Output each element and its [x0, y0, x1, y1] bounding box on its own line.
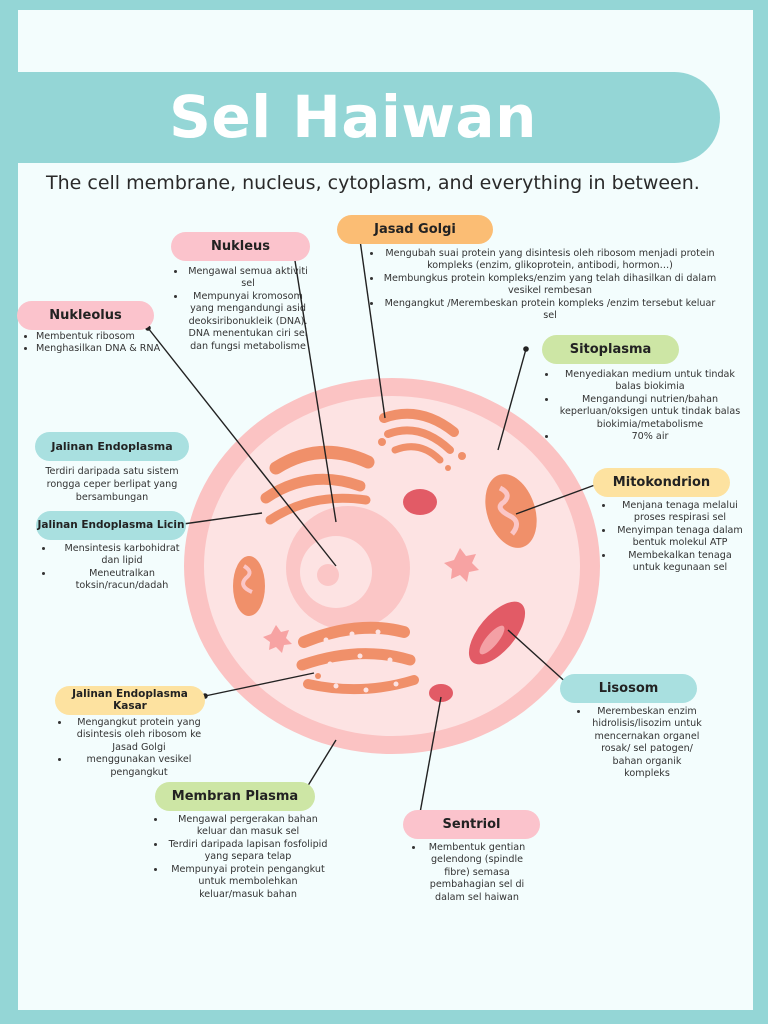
desc-item: Menyimpan tenaga dalam bentuk molekul AT…	[614, 525, 746, 550]
free-ribosomes	[315, 673, 383, 691]
vacuole	[403, 489, 437, 515]
desc-jalinan-endoplasma-kasar: Mengangkut protein yang disintesis oleh …	[56, 717, 208, 779]
label-jalinan-endoplasma: Jalinan Endoplasma	[35, 432, 189, 461]
ribosomes	[323, 629, 399, 693]
desc-item: 70% air	[557, 431, 743, 443]
desc-jalinan-endoplasma: Terdiri daripada satu sistem rongga cepe…	[45, 466, 179, 503]
desc-lisosom: Merembeskan enzim hidrolisis/lisozim unt…	[575, 706, 705, 781]
peroxisome-stars	[263, 548, 479, 653]
lysosome-inner	[479, 625, 505, 655]
desc-jalinan-endoplasma-licin: Mensintesis karbohidrat dan lipid Meneut…	[40, 543, 190, 593]
desc-item: Menghasilkan DNA & RNA	[36, 343, 162, 355]
desc-item: Mengubah suai protein yang disintesis ol…	[382, 248, 718, 273]
title-banner	[18, 72, 720, 163]
label-nukleolus: Nukleolus	[17, 301, 154, 330]
mitochondrion-small	[233, 556, 265, 616]
desc-item: Mempunyai kromosom yang mengandungi asid…	[186, 291, 310, 353]
desc-mitokondrion: Menjana tenaga melalui proses respirasi …	[600, 500, 746, 575]
desc-item: Membentuk ribosom	[36, 331, 162, 343]
smooth-er	[260, 445, 375, 525]
label-mitokondrion: Mitokondrion	[593, 468, 730, 497]
mitochondrion-cristae	[497, 485, 519, 536]
desc-item: Mensintesis karbohidrat dan lipid	[54, 543, 190, 568]
desc-item: Merembeskan enzim hidrolisis/lisozim unt…	[589, 706, 705, 781]
desc-item: Membungkus protein kompleks/enzim yang t…	[382, 273, 718, 298]
desc-nukleus: Mengawal semua aktiviti sel Mempunyai kr…	[172, 266, 310, 353]
label-sitoplasma: Sitoplasma	[542, 335, 679, 364]
desc-item: Menjana tenaga melalui proses respirasi …	[614, 500, 746, 525]
label-sentriol: Sentriol	[403, 810, 540, 839]
desc-sitoplasma: Menyediakan medium untuk tindak balas bi…	[543, 369, 743, 444]
label-jalinan-endoplasma-kasar: Jalinan Endoplasma Kasar	[55, 686, 205, 715]
leader-lines	[147, 232, 604, 825]
page-title: Sel Haiwan	[169, 83, 537, 151]
mitochondrion	[485, 474, 537, 548]
golgi-vesicles	[378, 438, 466, 471]
label-jasad-golgi: Jasad Golgi	[337, 215, 493, 244]
label-jalinan-endoplasma-licin: Jalinan Endoplasma Licin	[36, 511, 186, 540]
rough-er	[296, 621, 419, 695]
desc-item: Terdiri daripada lapisan fosfolipid yang…	[166, 839, 330, 864]
desc-item: Mengangkut protein yang disintesis oleh …	[70, 717, 208, 754]
desc-item: Mengandungi nutrien/bahan keperluan/oksi…	[557, 394, 743, 431]
mitochondrion-small-cristae	[241, 564, 253, 594]
label-membran-plasma: Membran Plasma	[155, 782, 315, 811]
desc-item: Menyediakan medium untuk tindak balas bi…	[557, 369, 743, 394]
desc-item: Mempunyai protein pengangkut untuk membo…	[166, 864, 330, 901]
desc-item: menggunakan vesikel pengangkut	[70, 754, 208, 779]
desc-jasad-golgi: Mengubah suai protein yang disintesis ol…	[368, 248, 718, 323]
desc-nukleolus: Membentuk ribosom Menghasilkan DNA & RNA	[22, 331, 162, 356]
desc-sentriol: Membentuk gentian gelendong (spindle fib…	[410, 842, 530, 904]
desc-item: Mengangkut /Merembeskan protein kompleks…	[382, 298, 718, 323]
desc-item: Membekalkan tenaga untuk kegunaan sel	[614, 550, 746, 575]
centriole	[429, 684, 453, 702]
desc-membran-plasma: Mengawal pergerakan bahan keluar dan mas…	[152, 814, 330, 901]
label-nukleus: Nukleus	[171, 232, 310, 261]
desc-item: Mengawal semua aktiviti sel	[186, 266, 310, 291]
golgi-apparatus	[379, 408, 459, 464]
page-subtitle: The cell membrane, nucleus, cytoplasm, a…	[46, 172, 700, 194]
nucleolus	[317, 564, 339, 586]
label-lisosom: Lisosom	[560, 674, 697, 703]
desc-item: Mengawal pergerakan bahan keluar dan mas…	[166, 814, 330, 839]
desc-item: Membentuk gentian gelendong (spindle fib…	[424, 842, 530, 904]
desc-item: Meneutralkan toksin/racun/dadah	[54, 568, 190, 593]
